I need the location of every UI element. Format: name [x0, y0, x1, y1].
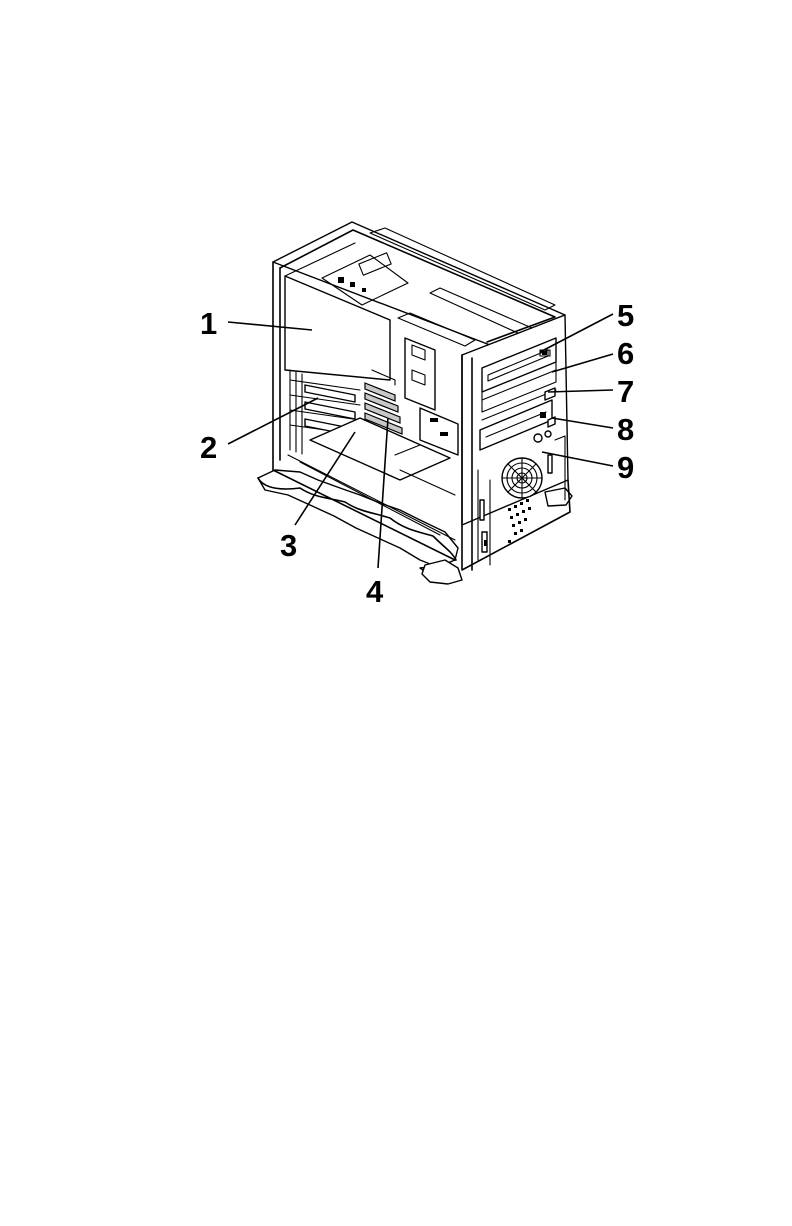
callout-label-7: 7 — [617, 374, 634, 409]
callout-label-4: 4 — [366, 574, 384, 609]
callout-label-3: 3 — [280, 528, 297, 563]
callout-label-1: 1 — [200, 306, 217, 341]
front-vents — [508, 499, 531, 543]
chassis-illustration — [258, 222, 572, 584]
callout-label-6: 6 — [617, 336, 634, 371]
callout-label-8: 8 — [617, 412, 634, 447]
callout-label-5: 5 — [617, 298, 634, 333]
chassis-front-bezel — [462, 315, 570, 570]
callout-label-2: 2 — [200, 430, 217, 465]
front-fan-grille — [502, 458, 542, 498]
callout-label-9: 9 — [617, 450, 634, 485]
